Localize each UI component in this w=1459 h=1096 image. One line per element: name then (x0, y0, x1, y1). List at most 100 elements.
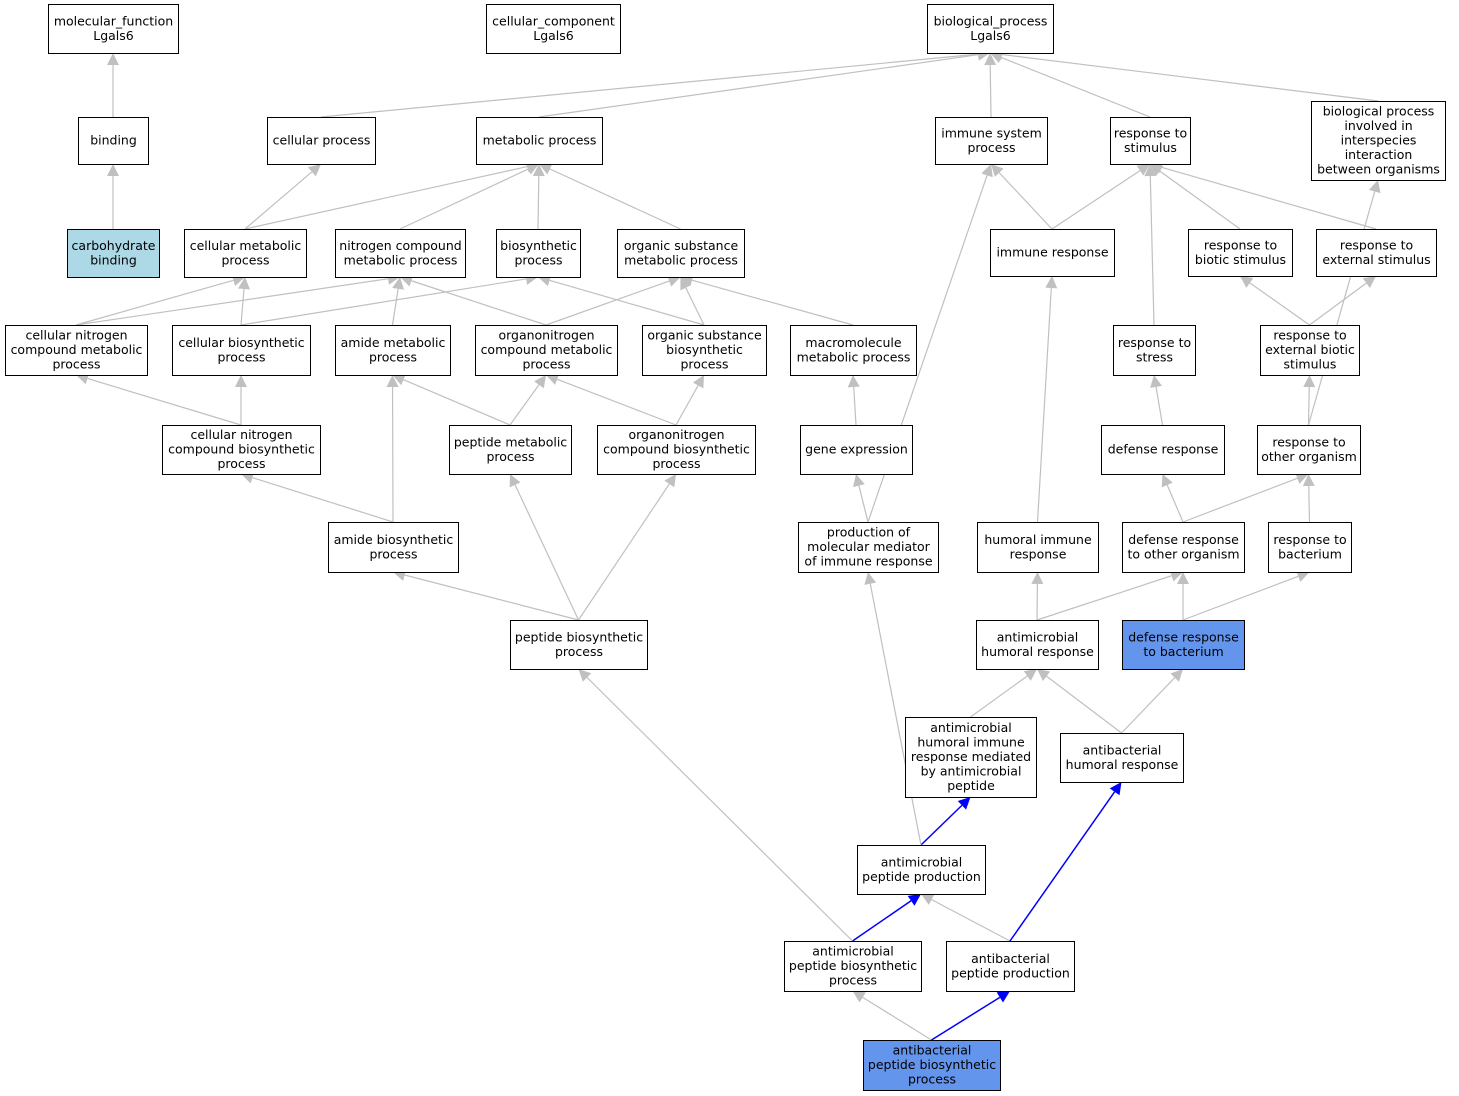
node-box (510, 620, 648, 670)
node-label-line: organonitrogen (628, 427, 724, 442)
node-label-line: humoral response (981, 644, 1094, 659)
node-box (335, 229, 466, 278)
node-label-line: immune system (941, 125, 1042, 140)
edge-arrowhead (235, 375, 247, 387)
node-defresp[interactable]: defense response (1101, 425, 1225, 475)
edge-arrowhead (1161, 474, 1173, 488)
edge-prodmol-to-geneexp (858, 485, 869, 523)
node-label-line: organic substance (624, 238, 739, 253)
edge-arrowhead (386, 375, 399, 388)
node-label-line: process (217, 349, 265, 364)
node-label-line: process (967, 140, 1015, 155)
node-metab[interactable]: metabolic process (476, 117, 603, 165)
node-immresp[interactable]: immune response (990, 229, 1115, 277)
node-binding[interactable]: binding (78, 117, 149, 165)
node-label-line: cellular nitrogen (25, 328, 127, 343)
edge-arrowhead (664, 474, 676, 488)
node-box (1316, 229, 1437, 277)
node-box (1311, 101, 1446, 181)
edge-arrowhead (532, 164, 545, 177)
node-label-line: metabolic process (797, 349, 911, 364)
node-label-line: antimicrobial (930, 720, 1012, 735)
node-box (863, 1040, 1001, 1091)
edge-arrowhead (539, 163, 553, 175)
edge-arrowhead (238, 277, 250, 290)
edge-peptmetab-to-organonitro (509, 384, 540, 426)
node-box (48, 4, 179, 54)
edge-arrowhead (392, 374, 406, 386)
edge-otherorg-to-interspecies (1307, 191, 1376, 426)
edge-ampprod-to-prodmol (869, 583, 922, 846)
node-cellproc[interactable]: cellular process (267, 117, 376, 165)
node-box (78, 117, 149, 165)
edge-interspecies-to-bp (1001, 53, 1379, 102)
edge-organonitro-to-orgsub (545, 280, 670, 326)
node-label-line: response mediated (911, 749, 1031, 764)
node-geneexp[interactable]: gene expression (800, 425, 913, 475)
edge-arrowhead (1303, 375, 1316, 388)
edge-arrowhead (957, 797, 971, 810)
node-label-line: process (217, 456, 265, 471)
edge-arrowhead (667, 275, 681, 287)
node-box (1122, 522, 1245, 573)
edge-peptbio-to-amidebio (404, 574, 579, 621)
edge-arrowhead (1037, 669, 1051, 682)
edge-biotic-to-respstim (1159, 170, 1241, 230)
edge-arrowhead (1302, 474, 1315, 487)
node-label-line: antibacterial (1083, 742, 1162, 757)
edge-amhumpep-to-antimicrohum (970, 675, 1028, 718)
edge-geneexp-to-macro (853, 386, 857, 426)
edge-arrowhead (1045, 276, 1058, 289)
edge-arrowhead (1136, 164, 1150, 176)
node-label-line: antimicrobial (881, 854, 963, 869)
edge-bacterium-to-otherorg (1308, 485, 1311, 523)
node-label-line: response to (1118, 335, 1191, 350)
edge-arrowhead (907, 894, 921, 906)
edge-arrowhead (921, 894, 935, 905)
node-label-line: production of (827, 525, 911, 540)
edge-arrowhead (1296, 570, 1310, 582)
edge-peptbio-to-peptmetab (514, 484, 580, 621)
node-label-line: response to (1340, 237, 1413, 252)
